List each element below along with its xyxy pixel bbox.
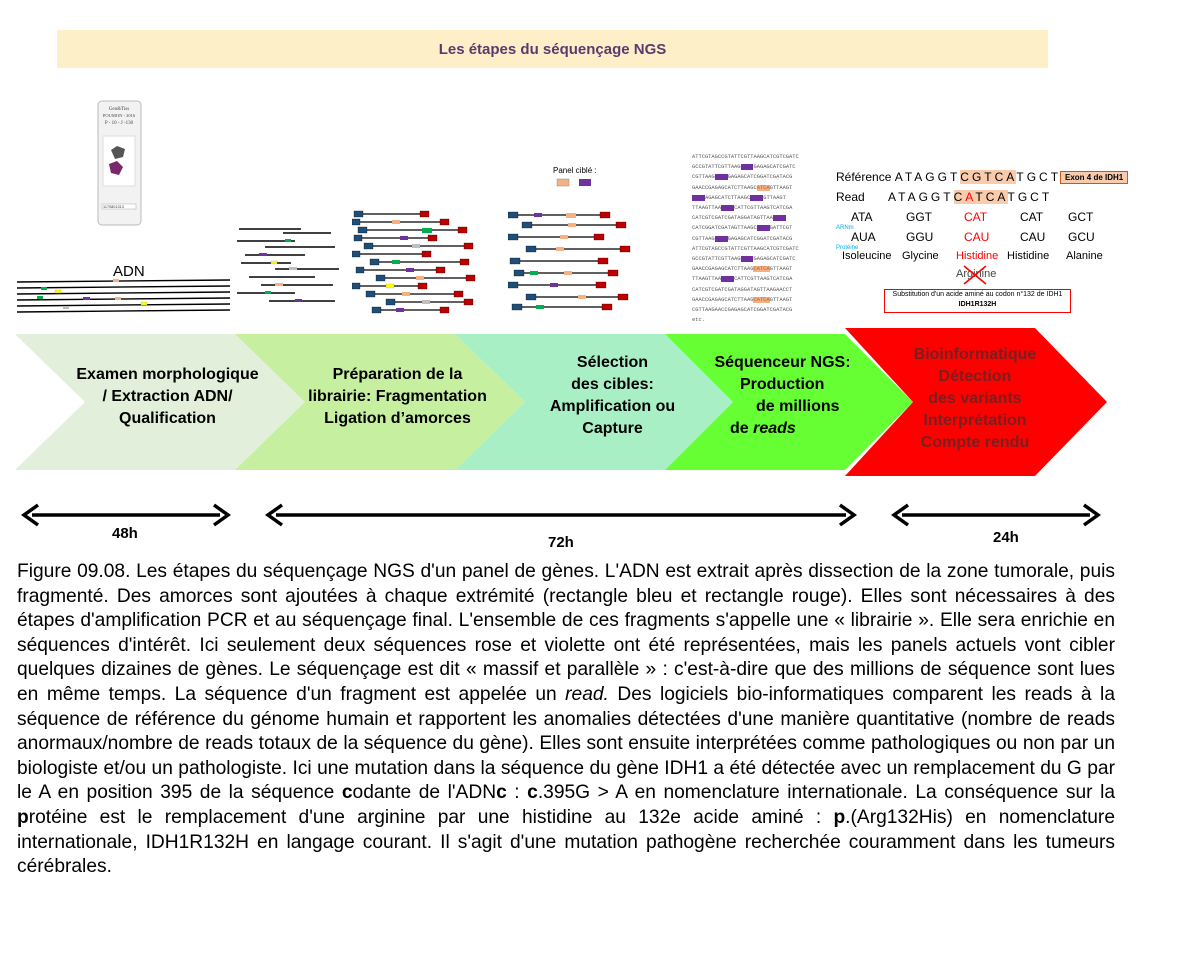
chevron-step-3 <box>455 334 733 470</box>
substitution-code: IDH1R132H <box>958 301 997 308</box>
reference-seq-box: CGTCA <box>960 170 1017 184</box>
sequence-line: etc. <box>692 317 705 324</box>
sequence-line: GAACCGAGAGCATCTTAAGCATCAGTTAAGT <box>692 266 793 273</box>
read-seq-box-b: A <box>965 190 976 204</box>
sequence-line: GCCGTATTCGTTAAGCATCGAGAGCATCGATC <box>692 256 796 263</box>
sequence-line: CATCGTCGATCGATAGGATAGTTAAGTCG <box>692 215 786 222</box>
step-4-text: Séquenceur NGS: Production de millions d… <box>714 354 851 437</box>
sample-tube-image: Gen&Tiss POUMON - 2016 P - 10 - J -130 1… <box>97 100 142 226</box>
chevron-step-5 <box>845 328 1107 476</box>
vial-line-1: Gen&Tiss <box>109 107 129 112</box>
sequence-line: ATTCGTAGCCGTATTCGTTAAGCATCGTCGATC <box>692 154 799 160</box>
chevron-step-1 <box>15 334 305 470</box>
sequence-line: ATTCGTAGCCGTATTCGTTAAGCATCGTCGATC <box>692 245 799 252</box>
vial-line-3: P - 10 - J -130 <box>105 121 134 126</box>
rna-codon-4: GCU <box>1068 230 1095 244</box>
rna-codon-2: CAU <box>964 230 990 244</box>
sequence-line: CATCGGATCGATAGTTAAGCATCCGATTCGT <box>692 225 793 232</box>
dna-codon-3: CAT <box>1020 210 1044 224</box>
step-1-text: Examen morphologique/ Extraction ADN/Qua… <box>76 366 259 427</box>
chevron-step-4 <box>665 334 913 470</box>
exon-tag: Exon 4 de IDH1 <box>1060 171 1129 184</box>
sequence-reads-block: ATTCGTAGCCGTATTCGTTAAGCATCGTCGATC GCCGTAT… <box>692 152 799 325</box>
amino-acid-2: Histidine <box>956 250 999 262</box>
panel-legend <box>556 178 591 187</box>
title-banner: Les étapes du séquençage NGS <box>57 30 1048 68</box>
sequence-line: ATCCAGAGCATCTTAAGCATCAGTTAAGT <box>692 194 786 201</box>
reference-seq-pre: ATAGGT <box>894 170 961 184</box>
substitution-box: Substitution d'un acide aminé au codon n… <box>884 289 1071 313</box>
read-label: Read <box>836 190 865 204</box>
chevron-step-2 <box>235 334 525 470</box>
panel-label: Panel ciblé : <box>553 166 597 175</box>
read-seq-box-c: TCA <box>975 190 1008 204</box>
dna-codon-0: ATA <box>851 210 873 224</box>
adn-label: ADN <box>113 263 145 280</box>
read-seq-pre: ATAGGT <box>888 190 954 204</box>
substitution-text: Substitution d'un acide aminé au codon n… <box>892 291 1063 298</box>
amino-acid-0: Isoleucine <box>842 250 892 262</box>
dna-codon-2: CAT <box>964 210 988 224</box>
sequence-line: CATCGTCGATCGATAGGATAGTTAAGAACCT <box>692 286 793 293</box>
read-seq-post: TGCT <box>1007 190 1053 204</box>
duration-72h: 72h <box>548 534 574 551</box>
vial-barcode: 1170801313 <box>103 205 124 209</box>
sequence-line: GCCGTATTCGTTAAGCATCGAGAGCATCGATC <box>692 164 796 171</box>
rna-codon-3: CAU <box>1020 230 1046 244</box>
duration-24h: 24h <box>993 529 1019 546</box>
sequence-line: GAACCGAGAGCATCTTAAGCATCAGTTAAGT <box>692 184 793 191</box>
reference-seq-post: TGCT <box>1016 170 1062 184</box>
reference-label: Référence <box>836 170 892 184</box>
duration-48h: 48h <box>112 525 138 542</box>
duration-arrows <box>20 503 1102 527</box>
process-chevrons <box>15 328 1107 476</box>
amino-acid-4: Alanine <box>1066 250 1103 262</box>
variant-panel: Référence ATAGGTCGTCATGCT Exon 4 de IDH1… <box>836 166 1136 316</box>
amino-acid-3: Histidine <box>1007 250 1050 262</box>
proteine-label: Protéine <box>836 245 859 251</box>
strikethrough-mark <box>963 265 987 285</box>
dna-codon-4: GCT <box>1068 210 1094 224</box>
selected-fragments-illustration <box>508 211 631 311</box>
read-seq-box-a: C <box>953 190 966 204</box>
arnm-label: ARNm <box>836 225 854 231</box>
amino-acid-1: Glycine <box>902 250 939 262</box>
sequence-line: CGTTAAGCATCGAGAGCATCGGATCGATACG <box>692 235 793 242</box>
sequence-line: GAACCGAGAGCATCTTAAGCATCAGTTAAGT <box>692 296 793 303</box>
figure-caption: Figure 09.08. Les étapes du séquençage N… <box>17 561 1115 878</box>
page-title: Les étapes du séquençage NGS <box>438 40 667 58</box>
rna-codon-0: AUA <box>851 230 876 244</box>
vial-line-2: POUMON - 2016 <box>103 113 136 118</box>
fragmented-dna-illustration <box>237 228 339 302</box>
rna-codon-1: GGU <box>906 230 934 244</box>
library-with-primers-illustration <box>352 210 476 314</box>
dna-codon-1: GGT <box>906 210 932 224</box>
sequence-line: CGTTAAGAACCGAGAGCATCGGATCGATACG <box>692 307 793 314</box>
sequence-line: TTAAGTTAAGTCGCATTCGTTAAGTCATCGA <box>692 205 793 212</box>
sequence-line: TTAAGTTAAGTCGCATTCGTTAAGTCATCGA <box>692 276 793 283</box>
dna-strands-illustration <box>16 279 231 313</box>
sequence-line: CGTTAAGCATCGAGAGCATCGGATCGATACG <box>692 174 793 181</box>
